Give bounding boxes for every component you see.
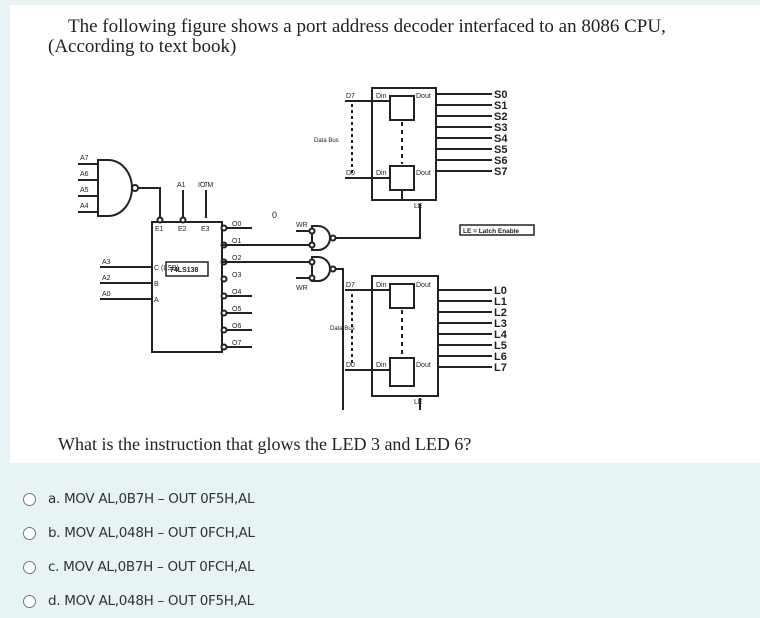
port-decoder-figure: A7 A6 A5 A4 A1 IO/M E1 E2 E3 A3 A2 A0 C … bbox=[78, 87, 535, 410]
decoder-pin-label: A bbox=[154, 297, 159, 304]
top-latch-bus-label: Data Bus bbox=[314, 138, 339, 144]
nand-input-label: A7 bbox=[80, 155, 89, 162]
decoder-output-label: O1 bbox=[232, 238, 241, 245]
nand-input-label: A6 bbox=[80, 171, 89, 178]
zero-mark: 0 bbox=[272, 210, 277, 220]
answer-label: b. MOV AL,048H – OUT 0FCH,AL bbox=[48, 525, 255, 541]
enable-input-iom: IO/M bbox=[198, 182, 213, 189]
decoder-output-label: O7 bbox=[232, 340, 241, 347]
decoder-name: 74LS138 bbox=[170, 267, 199, 274]
answer-label: c. MOV AL,0B7H – OUT 0FCH,AL bbox=[48, 559, 255, 575]
answer-option-a[interactable]: a. MOV AL,0B7H – OUT 0F5H,AL bbox=[23, 482, 255, 516]
wr-label: WR bbox=[296, 222, 308, 229]
enable-label: E3 bbox=[201, 226, 210, 233]
bottom-latch-output-label: L5 bbox=[494, 340, 507, 352]
wr-label: WR bbox=[296, 285, 308, 292]
top-latch-output-label: S1 bbox=[494, 100, 507, 112]
bottom-latch-din: Din bbox=[376, 362, 387, 369]
decoder-input-label: A2 bbox=[102, 275, 111, 282]
answer-label: d. MOV AL,048H – OUT 0F5H,AL bbox=[48, 593, 254, 609]
bottom-latch-output-label: L4 bbox=[494, 329, 508, 341]
decoder-output-bubble bbox=[220, 292, 228, 300]
decoder-output-bubble bbox=[220, 309, 228, 317]
decoder-pin-label: C (LSB) bbox=[154, 265, 179, 272]
answer-option-d[interactable]: d. MOV AL,048H – OUT 0F5H,AL bbox=[23, 584, 255, 618]
decoder-output-label: O0 bbox=[232, 221, 241, 228]
top-latch-output-label: S0 bbox=[494, 89, 507, 101]
question-intro: The following figure shows a port addres… bbox=[48, 17, 758, 57]
enable-input-a1: A1 bbox=[177, 182, 186, 189]
intro-line-2: (According to text book) bbox=[48, 36, 237, 57]
bottom-latch-dout: Dout bbox=[416, 282, 431, 289]
answer-option-c[interactable]: c. MOV AL,0B7H – OUT 0FCH,AL bbox=[23, 550, 255, 584]
decoder-output-label: O4 bbox=[232, 289, 241, 296]
bottom-latch-output-label: L2 bbox=[494, 307, 507, 319]
top-latch-din: Din bbox=[376, 170, 387, 177]
top-latch-output-label: S7 bbox=[494, 166, 507, 178]
decoder-pin-label: B bbox=[154, 281, 159, 288]
latch-enable-legend: LE = Latch Enable bbox=[463, 228, 520, 235]
bottom-latch-output-label: L7 bbox=[494, 362, 507, 374]
intro-line-1: The following figure shows a port addres… bbox=[68, 16, 666, 37]
bottom-latch-d-low: D0 bbox=[346, 362, 355, 369]
bottom-latch-le: LE bbox=[414, 399, 423, 406]
answer-options: a. MOV AL,0B7H – OUT 0F5H,AL b. MOV AL,0… bbox=[23, 482, 255, 618]
decoder-output-label: O6 bbox=[232, 323, 241, 330]
bottom-latch-d-high: D7 bbox=[346, 282, 355, 289]
bottom-latch-output-label: L1 bbox=[494, 296, 507, 308]
decoder-output-bubble bbox=[220, 343, 228, 351]
decoder-output-label: O3 bbox=[232, 272, 241, 279]
answer-option-b[interactable]: b. MOV AL,048H – OUT 0FCH,AL bbox=[23, 516, 255, 550]
top-latch-din: Din bbox=[376, 93, 387, 100]
question-card: The following figure shows a port addres… bbox=[10, 5, 760, 463]
bottom-latch-output-label: L3 bbox=[494, 318, 507, 330]
top-latch-d-high: D7 bbox=[346, 93, 355, 100]
top-latch-dout: Dout bbox=[416, 93, 431, 100]
bottom-latch-output-label: L0 bbox=[494, 285, 507, 297]
top-latch-d-low: D0 bbox=[346, 170, 355, 177]
bottom-latch-din: Din bbox=[376, 282, 387, 289]
top-latch-output-label: S4 bbox=[494, 133, 508, 145]
top-latch-output-label: S5 bbox=[494, 144, 507, 156]
radio-button[interactable] bbox=[23, 560, 36, 574]
top-latch-dout: Dout bbox=[416, 170, 431, 177]
bottom-latch-output-label: L6 bbox=[494, 351, 507, 363]
top-latch-output-label: S3 bbox=[494, 122, 507, 134]
decoder-output-label: O2 bbox=[232, 255, 241, 262]
decoder-output-bubble bbox=[220, 224, 228, 232]
decoder-output-label: O5 bbox=[232, 306, 241, 313]
nand-input-label: A4 bbox=[80, 203, 89, 210]
radio-button[interactable] bbox=[23, 526, 36, 540]
decoder-output-bubble bbox=[220, 275, 228, 283]
question-prompt: What is the instruction that glows the L… bbox=[58, 434, 472, 454]
top-latch-output-label: S2 bbox=[494, 111, 507, 123]
nand-input-label: A5 bbox=[80, 187, 89, 194]
radio-button[interactable] bbox=[23, 492, 36, 506]
answer-label: a. MOV AL,0B7H – OUT 0F5H,AL bbox=[48, 491, 255, 507]
top-latch-le: LE bbox=[414, 203, 423, 210]
radio-button[interactable] bbox=[23, 594, 36, 608]
decoder-output-bubble bbox=[220, 326, 228, 334]
top-latch-output-label: S6 bbox=[494, 155, 507, 167]
bottom-latch-dout: Dout bbox=[416, 362, 431, 369]
enable-label: E2 bbox=[178, 226, 187, 233]
decoder-input-label: A3 bbox=[102, 259, 111, 266]
bottom-latch-bus-label: Data Bus bbox=[330, 326, 355, 332]
decoder-input-label: A0 bbox=[102, 291, 111, 298]
enable-label: E1 bbox=[155, 226, 164, 233]
